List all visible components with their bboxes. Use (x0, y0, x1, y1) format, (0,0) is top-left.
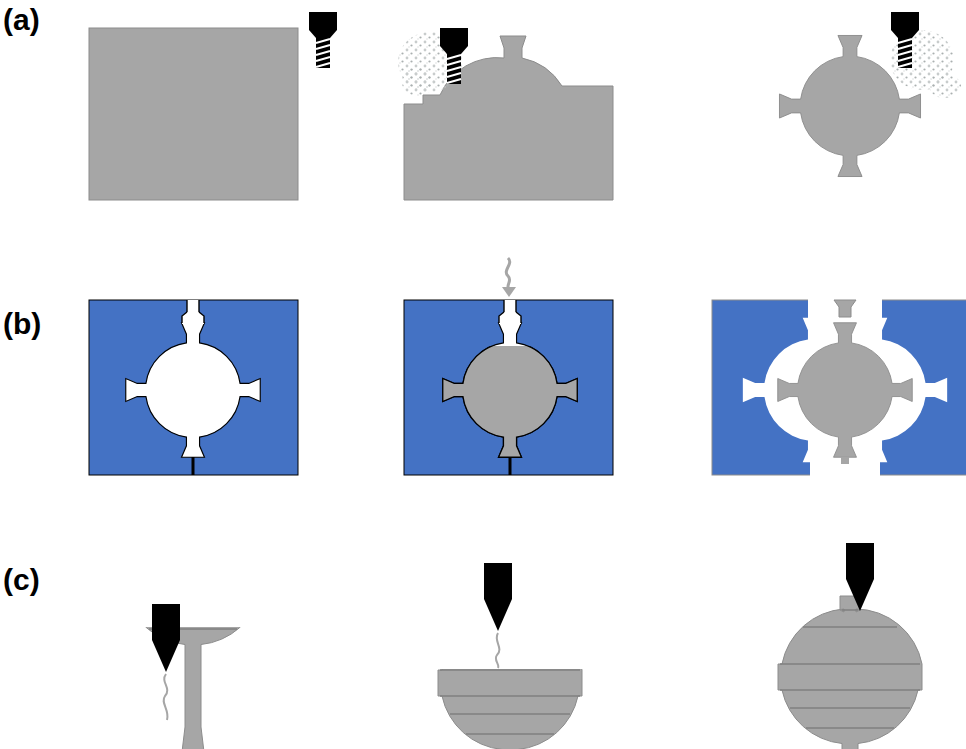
panel-label: (b) (3, 309, 41, 339)
panel-label: (c) (3, 565, 40, 595)
panel-label: (a) (3, 5, 40, 35)
